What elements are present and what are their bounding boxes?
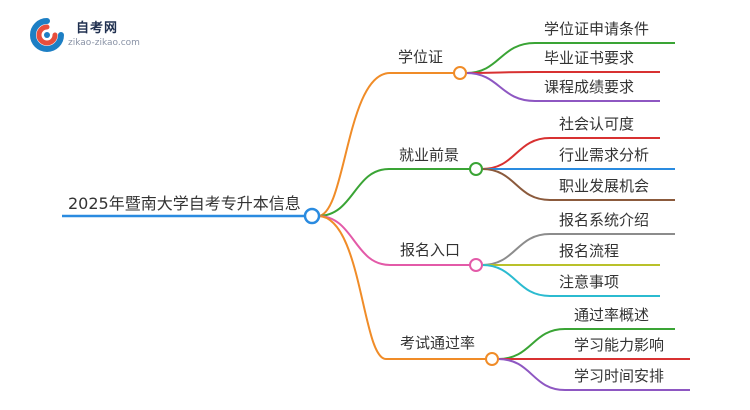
branch-label-0[interactable]: 学位证 bbox=[398, 48, 444, 66]
leaf-link-2-0 bbox=[481, 233, 551, 266]
leaf-label-0-1[interactable]: 毕业证书要求 bbox=[544, 49, 635, 67]
branch-label-3[interactable]: 考试通过率 bbox=[400, 334, 476, 352]
leaf-link-0-2 bbox=[465, 72, 536, 102]
leaf-link-1-0 bbox=[481, 137, 551, 170]
leaf-link-0-1 bbox=[465, 71, 536, 74]
branch-link-2 bbox=[317, 215, 391, 266]
branch-node-3 bbox=[485, 352, 499, 366]
branch-node-0 bbox=[453, 66, 467, 80]
leaf-label-3-1[interactable]: 学习能力影响 bbox=[574, 336, 665, 354]
leaf-link-3-2 bbox=[497, 358, 566, 391]
leaf-label-2-1[interactable]: 报名流程 bbox=[559, 242, 620, 260]
leaf-label-0-0[interactable]: 学位证申请条件 bbox=[544, 20, 650, 38]
logo-mark-icon bbox=[30, 18, 64, 52]
branch-node-2 bbox=[469, 258, 483, 272]
leaf-link-0-0 bbox=[465, 42, 536, 74]
leaf-label-2-0[interactable]: 报名系统介绍 bbox=[559, 211, 650, 229]
logo-name: 自考网 bbox=[76, 21, 119, 36]
leaf-label-0-2[interactable]: 课程成绩要求 bbox=[544, 78, 635, 96]
branch-label-1[interactable]: 就业前景 bbox=[399, 146, 460, 164]
branch-label-2[interactable]: 报名入口 bbox=[400, 241, 461, 259]
leaf-link-2-2 bbox=[481, 264, 551, 297]
leaf-label-1-1[interactable]: 行业需求分析 bbox=[559, 146, 650, 164]
leaf-label-3-0[interactable]: 通过率概述 bbox=[574, 306, 650, 324]
logo-domain: zikao-zikao.com bbox=[68, 38, 140, 48]
branch-link-1 bbox=[317, 168, 390, 217]
leaf-label-2-2[interactable]: 注意事项 bbox=[559, 273, 620, 291]
leaf-link-1-2 bbox=[481, 168, 551, 201]
site-logo[interactable]: 自考网 zikao-zikao.com bbox=[30, 16, 150, 52]
leaf-link-3-0 bbox=[497, 328, 566, 360]
branch-link-0 bbox=[317, 72, 391, 217]
leaf-label-1-0[interactable]: 社会认可度 bbox=[559, 115, 635, 133]
branch-link-3 bbox=[317, 215, 387, 360]
leaf-label-1-2[interactable]: 职业发展机会 bbox=[559, 177, 650, 195]
branch-node-1 bbox=[469, 162, 483, 176]
root-label[interactable]: 2025年暨南大学自考专升本信息 bbox=[68, 194, 301, 213]
root-node bbox=[303, 207, 321, 225]
leaf-label-3-2[interactable]: 学习时间安排 bbox=[574, 367, 665, 385]
